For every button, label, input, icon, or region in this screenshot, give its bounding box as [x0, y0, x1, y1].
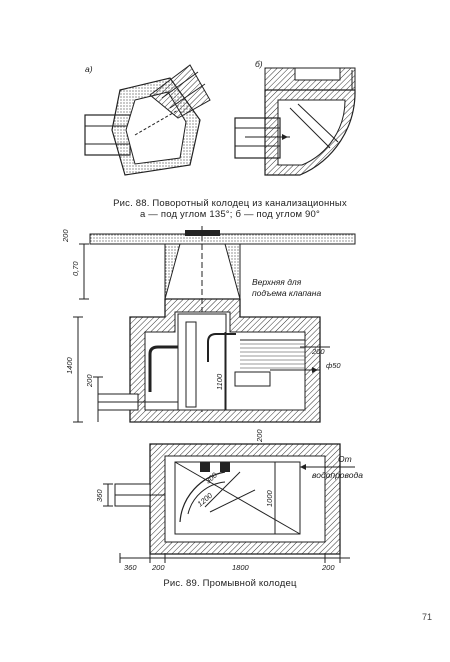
label-b: б) — [255, 59, 263, 69]
dim-360-bottom: 360 — [124, 563, 137, 572]
page-number: 71 — [421, 612, 432, 622]
caption-line-1: Рис. 88. Поворотный колодец из канализац… — [113, 198, 347, 209]
dim-200-left: 200 — [85, 374, 94, 388]
figure-88: а) б) — [84, 59, 356, 176]
section-view — [73, 226, 356, 423]
valve-lift-label-2: подъема клапана — [252, 288, 321, 298]
valve-lift-label: Верхняя для — [252, 277, 302, 287]
fig-b-drawing — [234, 67, 356, 176]
dim-200-top: 200 — [61, 229, 70, 243]
caption-line-2: а — под углом 135°; б — под углом 90° — [139, 209, 320, 220]
dim-200-vert: 200 — [255, 429, 264, 443]
fig-a-drawing — [84, 64, 211, 176]
figure-89: 200 0,70 1400 200 1100 200 ф50 200 360 1… — [61, 226, 363, 572]
dim-1400: 1400 — [65, 356, 74, 374]
dim-200-bl: 200 — [151, 563, 165, 572]
dim-phi50: ф50 — [326, 361, 341, 370]
dim-1100: 1100 — [215, 373, 224, 390]
dim-360-left: 360 — [95, 489, 104, 502]
dim-200-right: 200 — [311, 347, 325, 356]
from-label: От — [338, 454, 352, 464]
figure-89-caption: Рис. 89. Промывной колодец — [163, 578, 297, 589]
water-supply-label: водопровода — [312, 470, 363, 480]
label-a: а) — [85, 64, 93, 74]
figure-88-caption: Рис. 88. Поворотный колодец из канализац… — [80, 198, 380, 220]
dim-1000: 1000 — [265, 489, 274, 507]
dim-1800: 1800 — [232, 563, 250, 572]
dim-200-br: 200 — [321, 563, 335, 572]
plan-view — [103, 443, 355, 563]
dim-070: 0,70 — [71, 261, 80, 276]
